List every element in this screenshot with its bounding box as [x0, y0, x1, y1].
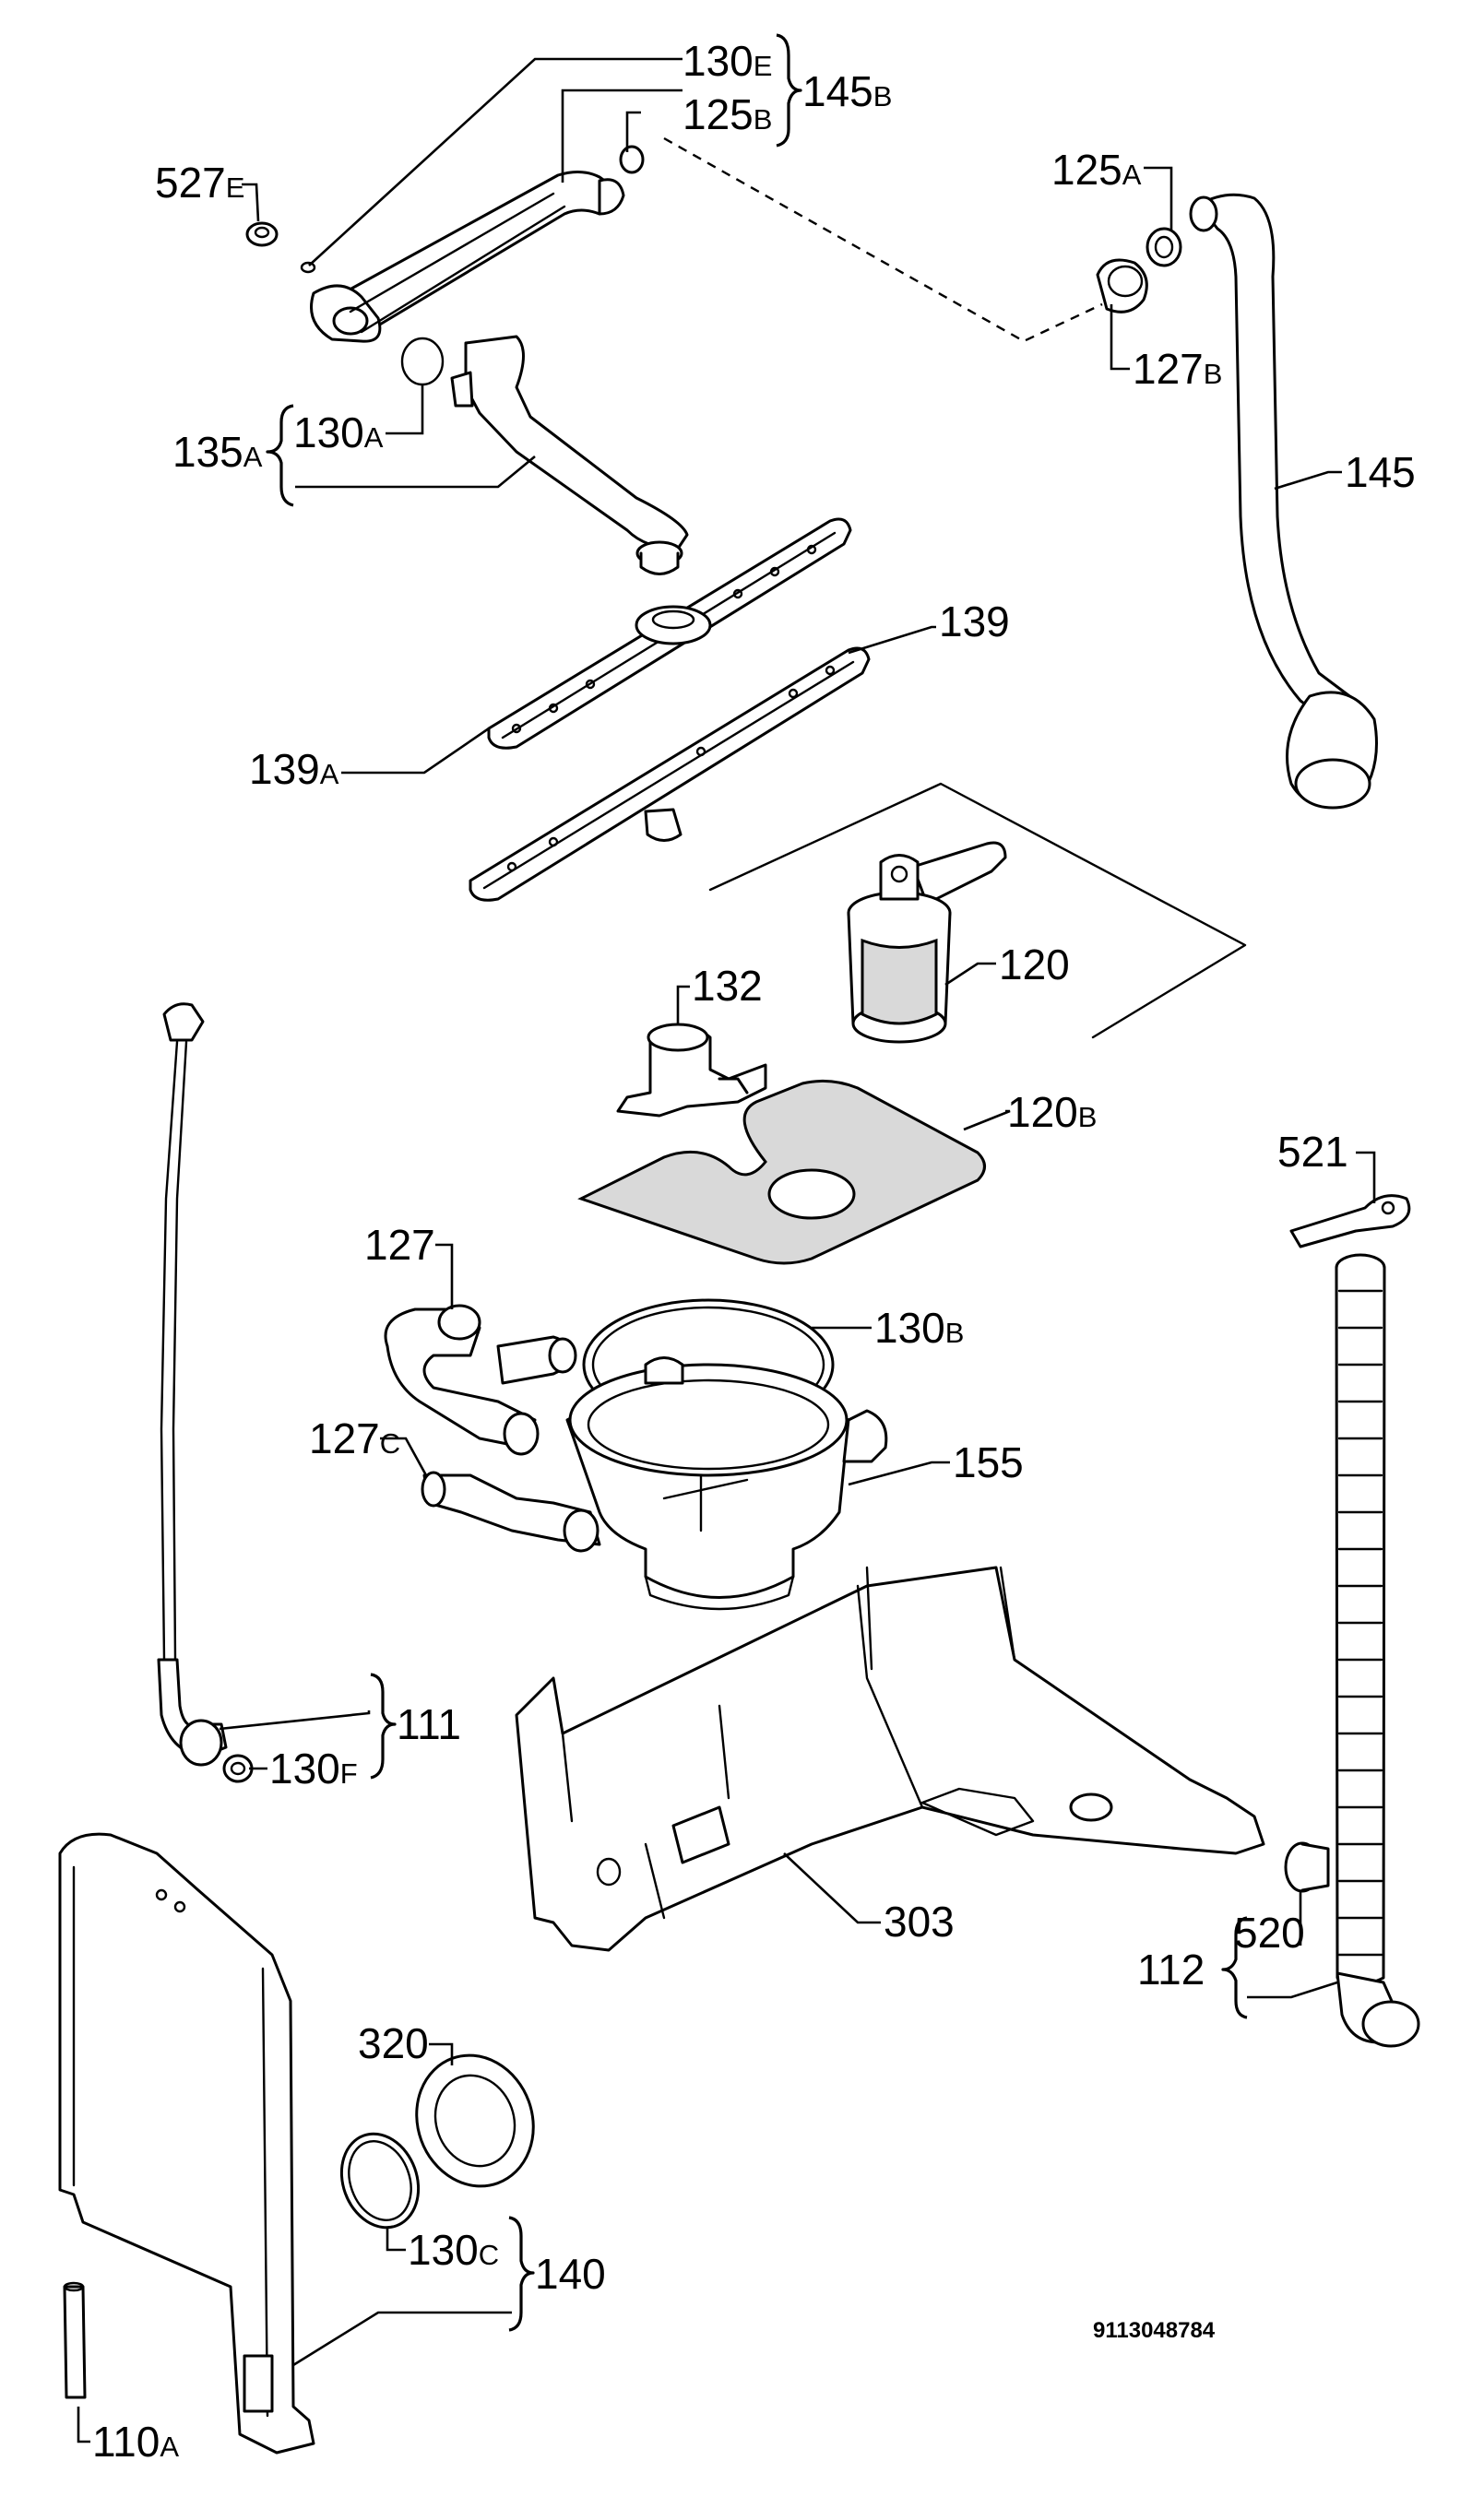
label-303: 303 — [884, 1898, 955, 1946]
seal-130f-part — [222, 1754, 254, 1783]
seal-130c-part — [339, 2132, 421, 2230]
label-320: 320 — [358, 2019, 429, 2067]
label-125b: 125B — [683, 90, 772, 138]
label-130b: 130B — [874, 1304, 964, 1352]
label-112: 112 — [1137, 1946, 1205, 1994]
label-120b: 120B — [1007, 1088, 1097, 1136]
label-127b: 127B — [1133, 345, 1222, 393]
label-145b: 145B — [802, 67, 892, 115]
label-127: 127 — [364, 1221, 435, 1269]
inlet-hose-111-part — [157, 1002, 228, 1767]
hose-127c-part — [421, 1471, 601, 1553]
label-111: 111 — [397, 1700, 461, 1748]
side-panel-140-part — [58, 1832, 315, 2455]
part-132 — [616, 1023, 767, 1118]
label-521: 521 — [1277, 1128, 1348, 1176]
label-135a: 135A — [172, 428, 263, 476]
label-130f: 130F — [269, 1745, 358, 1792]
fitting-127b-part — [1096, 258, 1148, 314]
flat-filter-120b-part — [577, 1079, 986, 1265]
label-527e: 527E — [155, 159, 244, 207]
label-139: 139 — [939, 597, 1010, 645]
label-520: 520 — [1234, 1909, 1305, 1957]
label-125a: 125A — [1051, 146, 1142, 194]
spray-arm-139-part — [469, 646, 871, 902]
label-132: 132 — [692, 962, 763, 1010]
label-139a: 139A — [249, 745, 339, 793]
o-ring-small-part — [300, 261, 316, 274]
base-303-part — [515, 1566, 1265, 1952]
hose-145-part — [1189, 193, 1378, 810]
drain-hose-112-part — [1335, 1253, 1420, 2048]
filter-group-bracket — [708, 782, 1247, 1039]
spray-arm-139a-part — [487, 517, 852, 750]
connector-520-part — [1284, 1841, 1330, 1893]
label-130a: 130A — [293, 408, 384, 456]
spray-arm-feed-pipe-part — [450, 335, 689, 575]
label-120: 120 — [999, 941, 1070, 988]
document-number: 9113048784 — [1093, 2318, 1216, 2343]
part-labels: 130E 145B 125B 527E 125A 127B 135A 130A … — [92, 37, 1416, 2466]
upper-supply-tube-part — [310, 145, 645, 343]
label-155: 155 — [953, 1438, 1024, 1486]
rod-110a-part — [63, 2281, 87, 2399]
label-145: 145 — [1345, 448, 1416, 496]
seal-125a-part — [1146, 227, 1182, 267]
clip-521-part — [1289, 1194, 1411, 1248]
label-130c: 130C — [408, 2226, 499, 2274]
o-ring-130a-part — [400, 337, 445, 386]
filter-120-part — [847, 841, 1007, 1044]
sump-155-part — [565, 1356, 888, 1611]
leader-lines — [77, 33, 1376, 2443]
label-110a: 110A — [92, 2418, 179, 2466]
nut-527e-part — [245, 221, 279, 247]
label-130e: 130E — [683, 37, 772, 85]
label-127c: 127C — [309, 1414, 400, 1462]
elbow-127-part — [384, 1304, 577, 1456]
label-140: 140 — [535, 2250, 606, 2298]
